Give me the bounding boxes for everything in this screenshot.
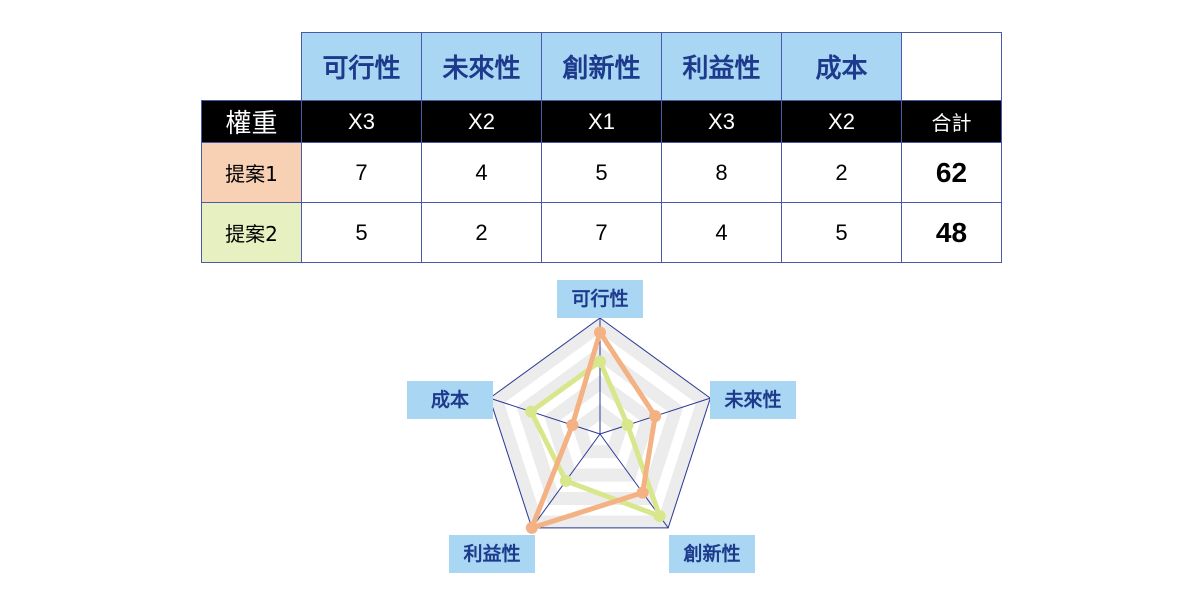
grid-band <box>488 317 712 529</box>
data-point <box>525 521 538 534</box>
series-line <box>528 359 663 519</box>
data-point <box>621 419 634 432</box>
table-row: 提案2 5 2 7 4 5 48 <box>201 202 1002 263</box>
data-point <box>559 474 572 487</box>
data-point <box>649 410 662 423</box>
score-cell: 5 <box>541 142 662 203</box>
total-label: 合計 <box>901 100 1002 143</box>
axis-label: 成本 <box>407 381 493 419</box>
criterion-header: 成本 <box>781 32 902 101</box>
axis-label: 未來性 <box>710 381 796 419</box>
data-point <box>525 405 538 418</box>
data-point <box>594 355 606 368</box>
score-cell: 2 <box>421 202 542 263</box>
axis-label: 利益性 <box>449 535 535 573</box>
proposal-name: 提案2 <box>201 202 302 263</box>
weight-cell: X2 <box>781 100 902 143</box>
scoring-table: 可行性 未來性 創新性 利益性 成本 權重 X3 X2 X1 X3 X2 合計 … <box>201 32 1002 263</box>
weight-cell: X3 <box>301 100 422 143</box>
score-cell: 4 <box>661 202 782 263</box>
data-point <box>566 419 579 432</box>
grid-band <box>516 346 684 506</box>
axis-label: 可行性 <box>557 280 643 318</box>
data-point <box>636 486 649 499</box>
grid-band <box>571 404 629 459</box>
criterion-header: 可行性 <box>301 32 422 101</box>
data-point <box>653 510 666 523</box>
weight-label: 權重 <box>201 100 302 143</box>
weight-cell: X2 <box>421 100 542 143</box>
radar-outline <box>489 317 711 529</box>
criterion-header: 未來性 <box>421 32 542 101</box>
axis-line <box>489 397 601 435</box>
score-cell: 7 <box>301 142 422 203</box>
score-cell: 5 <box>301 202 422 263</box>
table-row: 提案1 7 4 5 8 2 62 <box>201 142 1002 203</box>
axis-label: 創新性 <box>669 535 755 573</box>
data-point <box>594 326 606 339</box>
total-cell: 48 <box>901 202 1002 263</box>
weight-cell: X1 <box>541 100 662 143</box>
weight-cell: X3 <box>661 100 782 143</box>
criterion-header: 創新性 <box>541 32 662 101</box>
grid-band <box>544 375 656 482</box>
series-line <box>529 330 658 531</box>
